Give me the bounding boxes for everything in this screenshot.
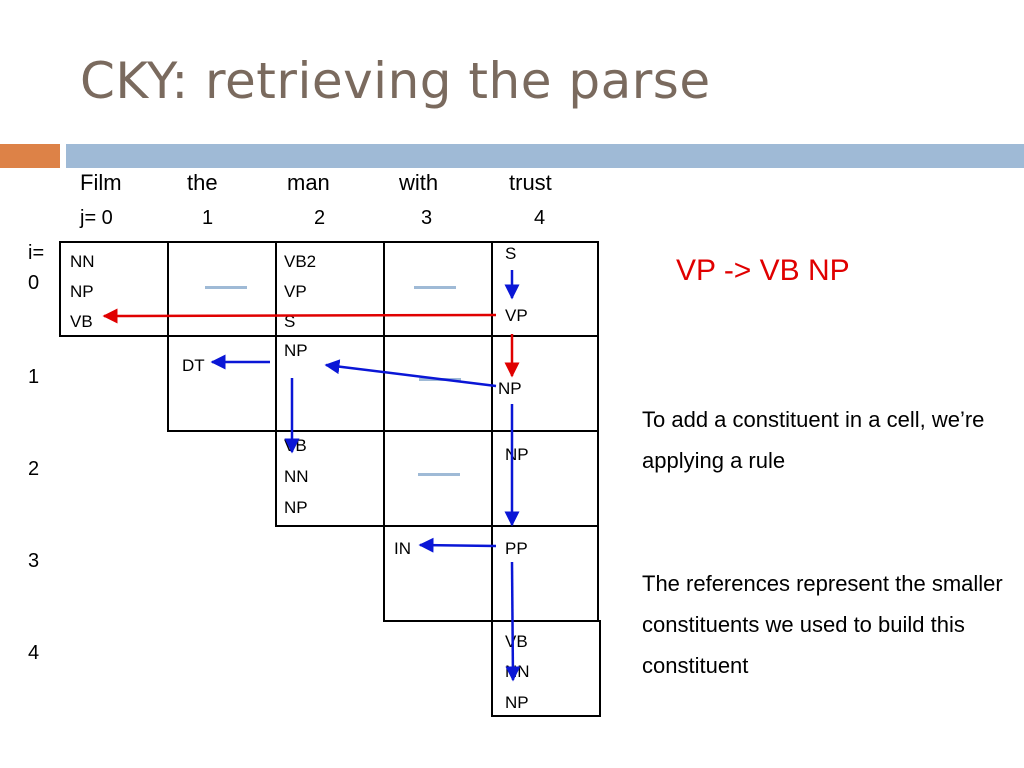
arrow-pp-to-in bbox=[418, 537, 497, 553]
constituent-label: S bbox=[505, 244, 517, 263]
constituent-label: DT bbox=[182, 356, 205, 375]
j-label-0: j= 0 bbox=[80, 207, 113, 229]
word-3: with bbox=[399, 170, 439, 195]
arrow-vp-to-vb bbox=[102, 308, 497, 324]
word-1: the bbox=[187, 170, 218, 195]
i-label-4: 4 bbox=[28, 642, 40, 664]
slide-title: CKY: retrieving the parse bbox=[80, 52, 711, 110]
i-label-3: 3 bbox=[28, 550, 40, 572]
constituent-label: NP bbox=[498, 379, 522, 398]
i-label-prefix: i= bbox=[28, 242, 45, 264]
constituent-label: NP bbox=[284, 498, 308, 517]
word-0: Film bbox=[80, 170, 122, 195]
explanation-rule: To add a constituent in a cell, we’re ap… bbox=[642, 407, 985, 473]
j-label-4: 4 bbox=[534, 207, 546, 229]
arrow-np-to-np bbox=[324, 359, 497, 388]
cell-0-2 bbox=[275, 241, 385, 337]
constituent-label: VB bbox=[505, 632, 528, 651]
j-label-3: 3 bbox=[421, 207, 433, 229]
word-4: trust bbox=[509, 170, 552, 195]
grammar-rule: VP -> VB NP bbox=[676, 254, 850, 287]
constituent-label: NP bbox=[505, 693, 529, 712]
constituent-label: NN bbox=[70, 252, 95, 271]
constituent-label: VB bbox=[70, 312, 93, 331]
j-label-2: 2 bbox=[314, 207, 326, 229]
i-label-0: 0 bbox=[28, 272, 40, 294]
constituent-label: VP bbox=[284, 282, 307, 301]
cell-1-1 bbox=[167, 335, 277, 432]
explanation-references: The references represent the smaller con… bbox=[642, 571, 1003, 678]
constituent-label: NN bbox=[284, 467, 309, 486]
accent-bar-orange bbox=[0, 144, 60, 168]
i-label-1: 1 bbox=[28, 366, 40, 388]
constituent-label: S bbox=[284, 312, 296, 331]
empty-marker-0-3 bbox=[414, 286, 456, 289]
constituent-label: VB2 bbox=[284, 252, 317, 271]
constituent-label: NP bbox=[70, 282, 94, 301]
empty-marker-0-1 bbox=[205, 286, 247, 289]
cell-3-3 bbox=[383, 525, 493, 622]
word-2: man bbox=[287, 170, 330, 195]
constituent-label: IN bbox=[394, 539, 411, 558]
constituent-label: PP bbox=[505, 539, 528, 558]
cell-0-1 bbox=[167, 241, 277, 337]
constituent-label: VP bbox=[505, 306, 528, 325]
j-label-1: 1 bbox=[202, 207, 214, 229]
constituent-label: NP bbox=[284, 341, 308, 360]
i-label-2: 2 bbox=[28, 458, 40, 480]
accent-bar-blue bbox=[66, 144, 1024, 168]
cell-2-4 bbox=[491, 430, 599, 527]
arrow-pp-to-np bbox=[505, 561, 521, 682]
empty-marker-2-3 bbox=[418, 473, 460, 476]
